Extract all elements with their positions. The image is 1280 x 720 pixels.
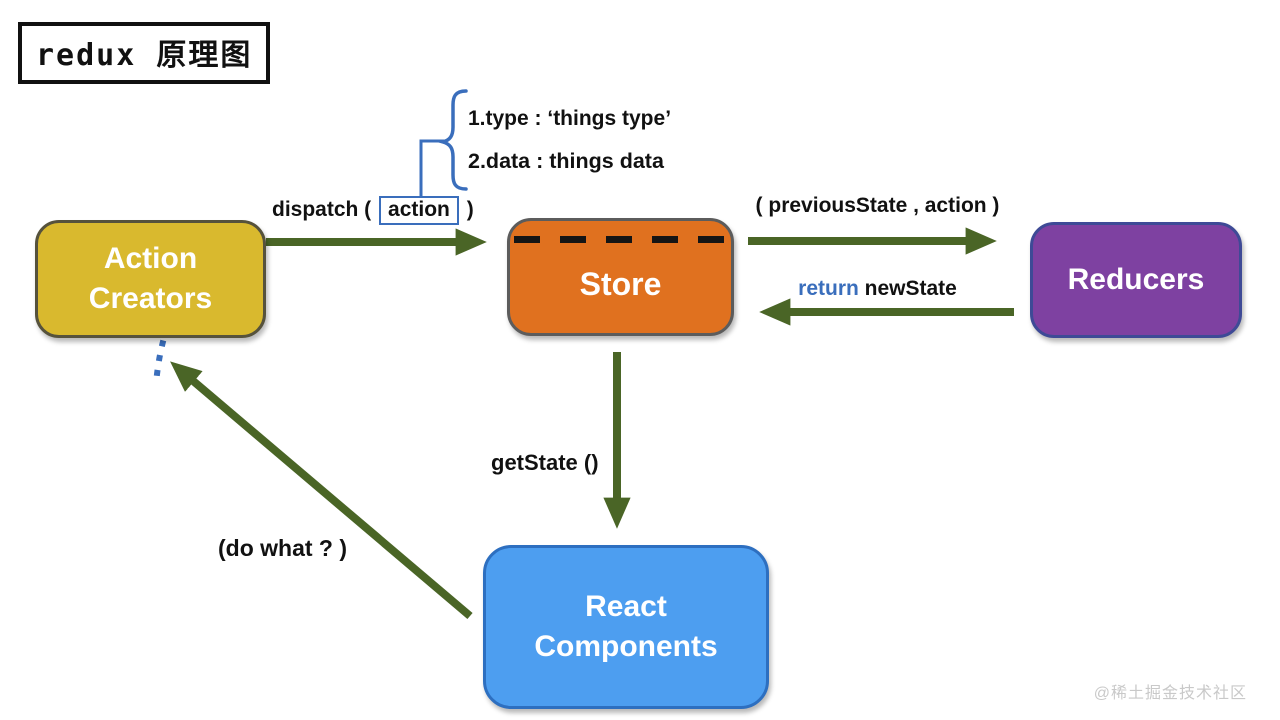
node-label: React	[585, 590, 667, 624]
curly-brace	[436, 89, 468, 191]
annotation-type-line: 1.type : ‘things type’	[468, 107, 672, 130]
return-newstate-label: return newState	[760, 277, 995, 301]
action-boxed-word: action	[379, 196, 459, 226]
arrow-do-what	[170, 361, 473, 620]
store-top-dashed-line	[514, 236, 744, 243]
node-label: Action	[103, 242, 198, 276]
dispatch-suffix: )	[466, 198, 474, 221]
action-brace-connector	[419, 139, 446, 197]
do-what-label: (do what ? )	[218, 535, 348, 561]
node-label: Creators	[88, 282, 213, 315]
dispatch-prefix: dispatch (	[272, 198, 372, 221]
watermark: @稀土掘金技术社区	[1093, 685, 1247, 702]
newstate-text: newState	[858, 277, 957, 300]
annotation-data-line: 2.data : things data	[468, 149, 664, 173]
diagram-title: redux 原理图	[18, 22, 271, 84]
node-react-components: React Components	[483, 545, 769, 709]
node-label: Components	[534, 630, 718, 663]
return-keyword: return	[798, 277, 859, 300]
previous-state-action-label: ( previousState , action )	[755, 194, 1000, 217]
getstate-label: getState ()	[491, 450, 599, 475]
node-label: Store	[579, 265, 662, 302]
node-action-creators: Action Creators	[35, 220, 266, 338]
dispatch-label: dispatch ( action )	[272, 196, 474, 226]
node-reducers: Reducers	[1030, 222, 1242, 338]
node-label: Reducers	[1067, 263, 1205, 297]
